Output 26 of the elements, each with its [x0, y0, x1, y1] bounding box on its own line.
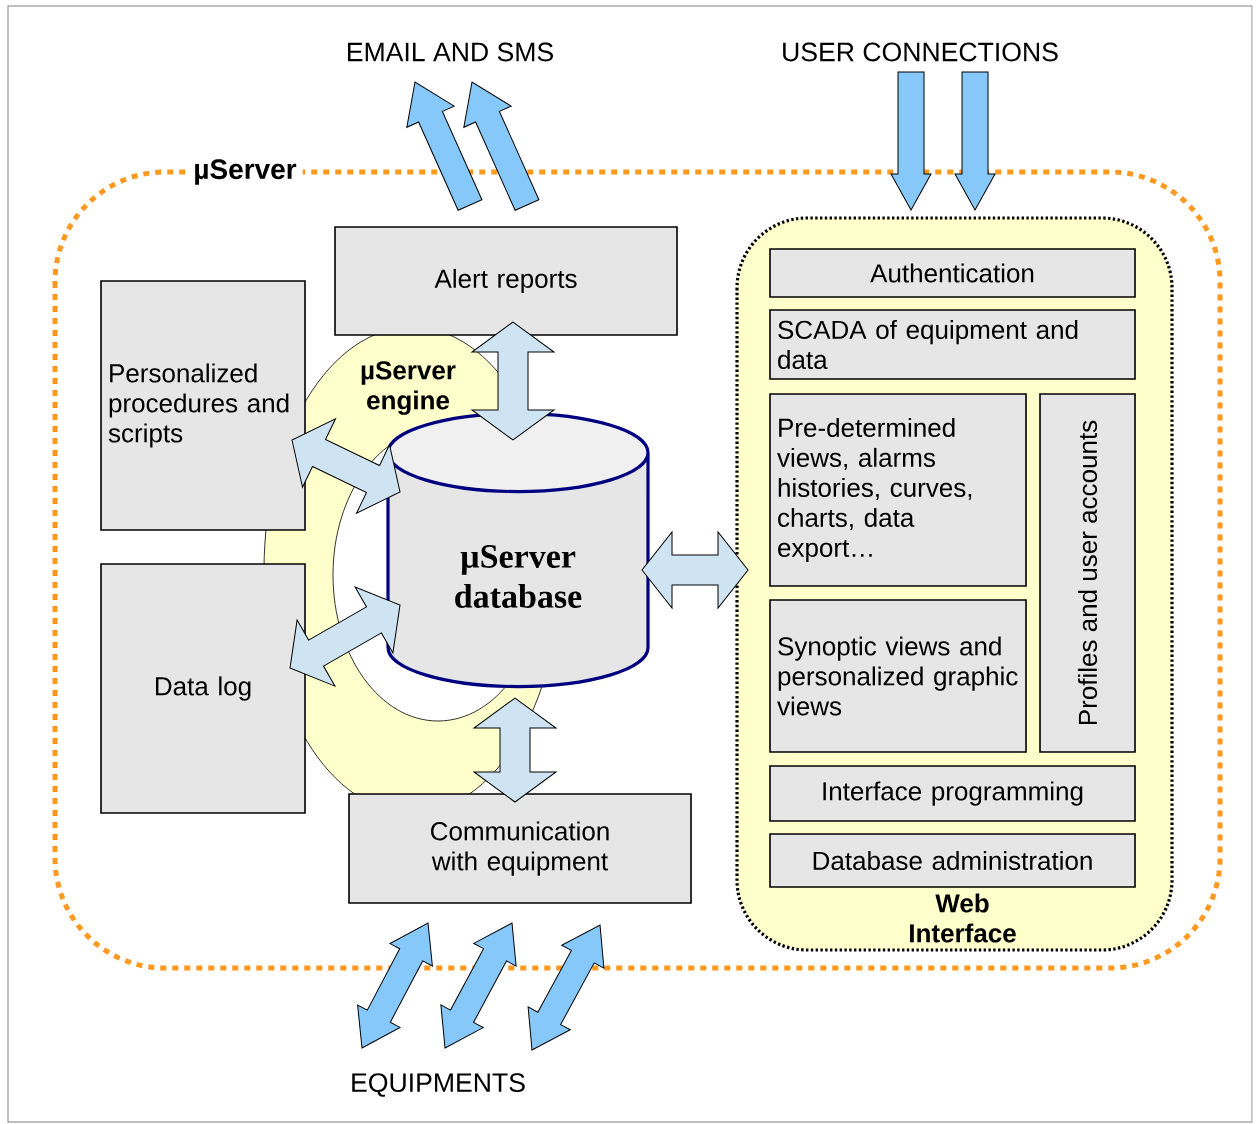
process-box: Personalized procedures and scripts	[100, 280, 306, 531]
process-box: Profiles and user accounts	[1039, 393, 1136, 753]
label-text: USER CONNECTIONS	[783, 42, 1058, 62]
block-arrow	[890, 71, 932, 211]
process-box: Data log	[100, 563, 306, 814]
block-arrow	[473, 697, 557, 803]
block-arrow	[471, 321, 555, 441]
block-arrow	[463, 81, 540, 211]
label-text: EQUIPMENTS	[352, 1073, 525, 1097]
process-box: Communication with equipment	[348, 793, 692, 904]
process-box: Database administration	[769, 833, 1136, 888]
block-arrow	[291, 418, 401, 514]
block-arrow	[406, 81, 483, 211]
block-arrow	[289, 586, 401, 687]
process-box: Pre-determined views, alarms histories, curves, charts, data export…	[769, 393, 1027, 587]
block-arrow	[641, 531, 749, 609]
block-arrow	[440, 922, 517, 1049]
process-box: Authentication	[769, 248, 1136, 298]
label-text: EMAIL AND SMS	[348, 42, 553, 62]
block-arrow	[527, 924, 605, 1051]
block-arrow	[357, 922, 433, 1049]
process-box: SCADA of equipment and data	[769, 309, 1136, 380]
process-box: Synoptic views and personalized graphic views	[769, 599, 1027, 753]
process-box: Interface programming	[769, 765, 1136, 822]
block-arrow	[954, 71, 996, 211]
process-box: Alert reports	[334, 226, 678, 336]
